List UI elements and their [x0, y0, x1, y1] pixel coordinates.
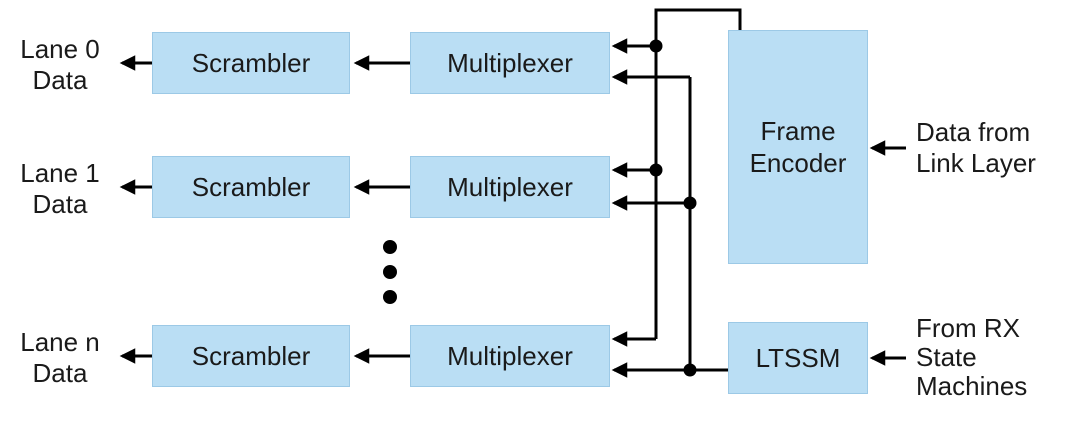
- ltssm-box: LTSSM: [728, 322, 868, 394]
- junction-dot: [683, 363, 697, 377]
- rx-input-line-2: State: [916, 342, 977, 372]
- lane-n-label: Lane n Data: [8, 327, 112, 389]
- lane-0-data-word: Data: [32, 65, 88, 95]
- junction-dot: [649, 163, 663, 177]
- link-layer-input-label: Data from Link Layer: [916, 117, 1036, 179]
- ellipsis-dot: [383, 265, 397, 279]
- lane-1-name: Lane 1: [20, 158, 100, 188]
- scrambler-label-lane-n: Scrambler: [191, 341, 311, 371]
- scrambler-box-lane-1: Scrambler: [152, 156, 350, 218]
- scrambler-box-lane-n: Scrambler: [152, 325, 350, 387]
- rx-input-line-3: Machines: [916, 371, 1028, 401]
- scrambler-label-lane-1: Scrambler: [191, 172, 311, 202]
- lane-0-label: Lane 0 Data: [8, 34, 112, 96]
- multiplexer-label-lane-0: Multiplexer: [447, 48, 573, 78]
- rx-input-line-1: From RX: [916, 313, 1020, 343]
- lane-0-name: Lane 0: [20, 34, 100, 64]
- lane-n-data-word: Data: [32, 358, 88, 388]
- rx-state-machines-label: From RX State Machines: [916, 314, 1027, 401]
- scrambler-box-lane-0: Scrambler: [152, 32, 350, 94]
- frame-encoder-box: Frame Encoder: [728, 30, 868, 264]
- junction-dot: [649, 39, 663, 53]
- link-layer-input-line-1: Data from: [916, 117, 1031, 147]
- multiplexer-box-lane-0: Multiplexer: [410, 32, 610, 94]
- mux-to-scrambler-arrows: [353, 55, 410, 364]
- link-layer-input-line-2: Link Layer: [916, 148, 1036, 178]
- multiplexer-label-lane-1: Multiplexer: [447, 172, 573, 202]
- lane-output-arrows: [119, 55, 152, 364]
- multiplexer-label-lane-n: Multiplexer: [447, 341, 573, 371]
- ltssm-bus: [611, 69, 728, 378]
- external-input-arrows: [869, 140, 906, 366]
- ellipsis-dot: [383, 290, 397, 304]
- frame-encoder-bus: [611, 8, 742, 347]
- ellipsis-dot: [383, 240, 397, 254]
- frame-encoder-label: Frame Encoder: [749, 116, 847, 178]
- multiplexer-box-lane-n: Multiplexer: [410, 325, 610, 387]
- lane-1-data-word: Data: [32, 189, 88, 219]
- lane-ellipsis: [383, 240, 397, 304]
- junction-dot: [683, 196, 697, 210]
- ltssm-label: LTSSM: [755, 343, 841, 373]
- lane-1-label: Lane 1 Data: [8, 158, 112, 220]
- lane-n-name: Lane n: [20, 327, 100, 357]
- scrambler-label-lane-0: Scrambler: [191, 48, 311, 78]
- multiplexer-box-lane-1: Multiplexer: [410, 156, 610, 218]
